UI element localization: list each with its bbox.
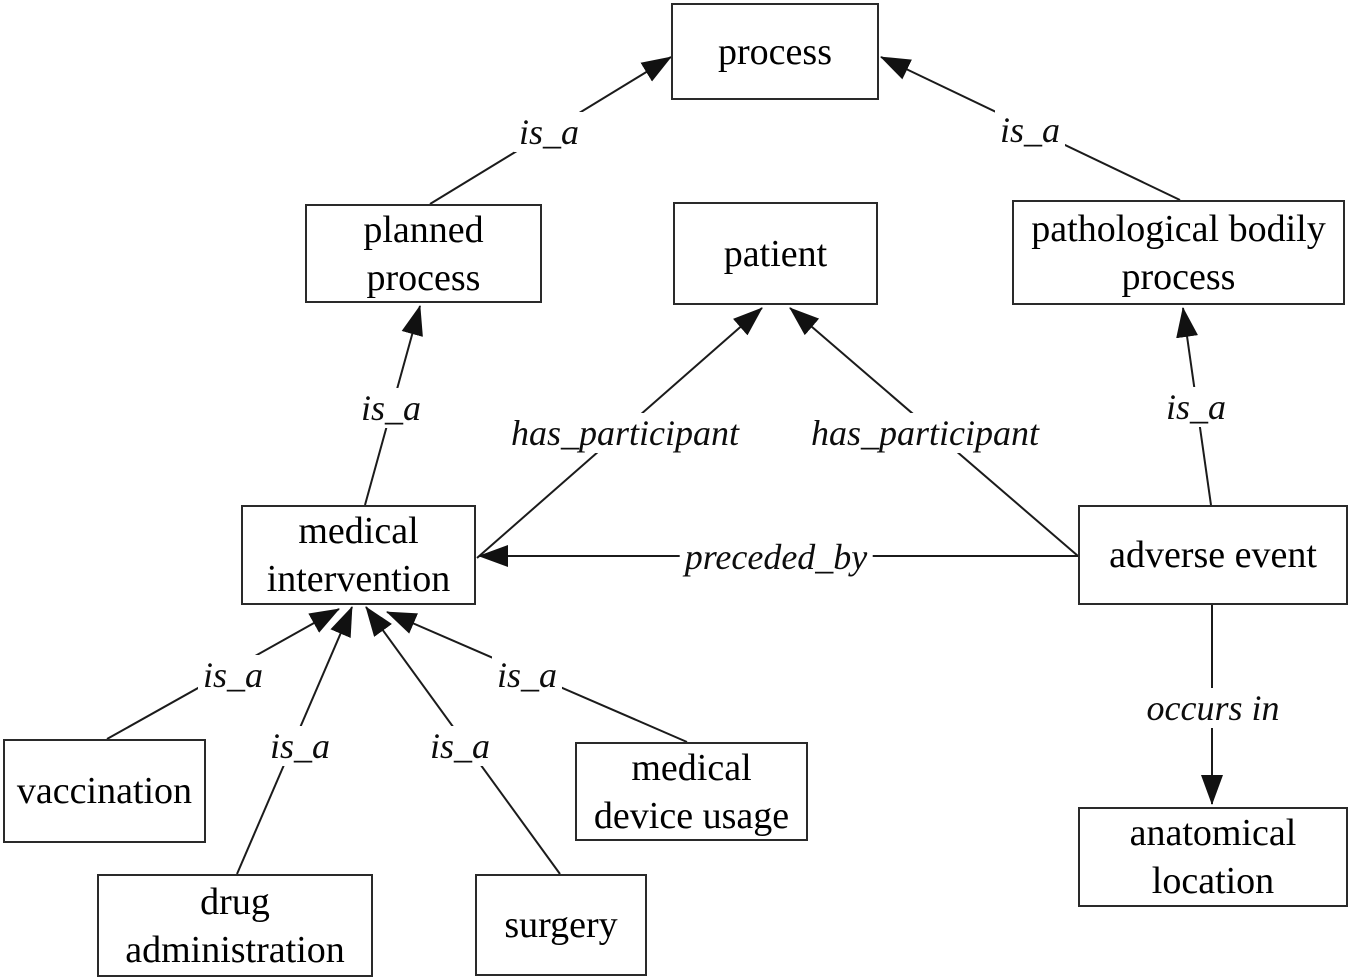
edge-label-is-a-planned-process: is_a: [513, 112, 585, 152]
edge-label-has-participant-left: has_participant: [505, 413, 745, 453]
node-surgery: surgery: [475, 874, 647, 976]
edge-label-is-a-medical-device-usage: is_a: [491, 655, 563, 695]
node-medical-intervention: medical intervention: [241, 505, 476, 605]
edge-label-preceded-by: preceded_by: [679, 537, 873, 577]
node-planned-process: planned process: [305, 204, 542, 303]
edge-label-is-a-adverse-event: is_a: [1160, 387, 1232, 427]
edge-label-is-a-medical-intervention: is_a: [355, 388, 427, 428]
node-vaccination: vaccination: [3, 739, 206, 843]
edge-label-is-a-vaccination: is_a: [197, 655, 269, 695]
edge-label-is-a-pathological-process: is_a: [994, 110, 1066, 150]
edge-label-is-a-surgery: is_a: [424, 726, 496, 766]
edge-label-is-a-drug-administration: is_a: [264, 726, 336, 766]
node-patient: patient: [673, 202, 878, 305]
node-anatomical-location: anatomical location: [1078, 807, 1348, 907]
node-medical-device-usage: medical device usage: [575, 742, 808, 841]
node-process: process: [671, 3, 879, 100]
node-pathological-bodily-process: pathological bodily process: [1012, 200, 1345, 305]
node-drug-administration: drug administration: [97, 874, 373, 977]
node-adverse-event: adverse event: [1078, 505, 1348, 605]
edge-label-has-participant-right: has_participant: [805, 413, 1045, 453]
edge-label-occurs-in: occurs in: [1141, 688, 1285, 728]
